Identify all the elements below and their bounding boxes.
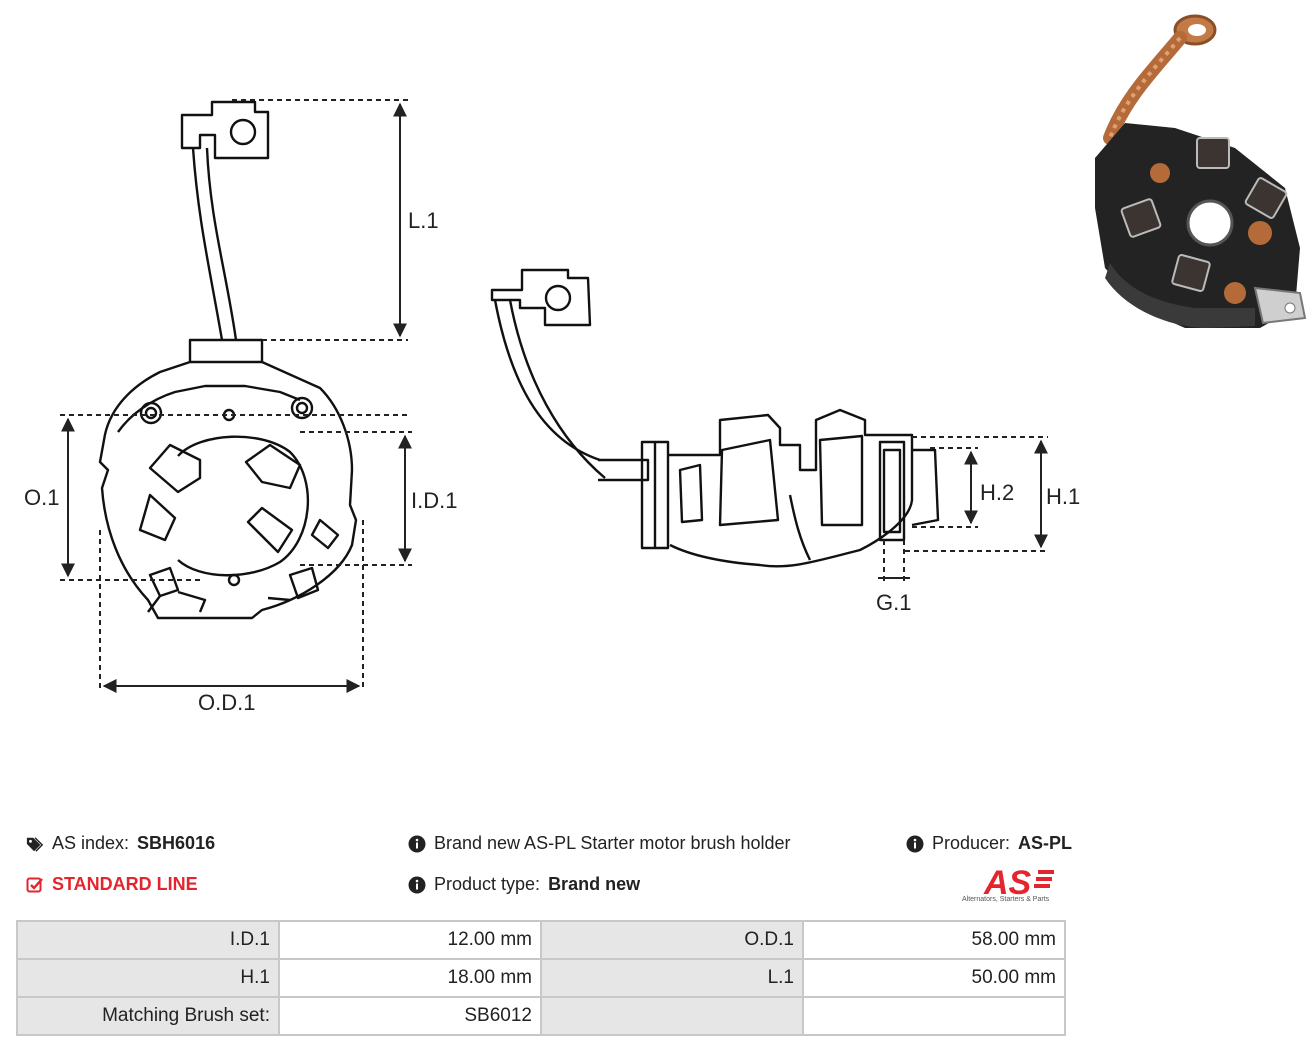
spec-value: SB6012 xyxy=(278,996,542,1036)
info-circle-icon xyxy=(408,835,426,853)
product-type: Product type: Brand new xyxy=(408,874,640,895)
spec-value: 58.00 mm xyxy=(802,920,1066,960)
table-row: Matching Brush set: SB6012 xyxy=(16,996,1066,1036)
spec-value xyxy=(802,996,1066,1036)
logo-caption: Alternators, Starters & Parts xyxy=(962,896,1050,903)
product-description: Brand new AS-PL Starter motor brush hold… xyxy=(408,833,791,854)
spec-label: L.1 xyxy=(540,958,804,998)
dim-o1: O.1 xyxy=(24,485,59,510)
producer: Producer: AS-PL xyxy=(906,833,1072,854)
spec-label: O.D.1 xyxy=(540,920,804,960)
description-text: Brand new AS-PL Starter motor brush hold… xyxy=(434,833,791,853)
dim-od1: O.D.1 xyxy=(198,690,255,715)
check-square-icon xyxy=(26,876,44,894)
table-row: I.D.1 12.00 mm O.D.1 58.00 mm xyxy=(16,920,1066,960)
info-circle-icon xyxy=(408,876,426,894)
spec-label: Matching Brush set: xyxy=(16,996,280,1036)
producer-label: Producer: xyxy=(932,833,1011,853)
standard-line-label: STANDARD LINE xyxy=(52,874,198,894)
spec-value: 18.00 mm xyxy=(278,958,542,998)
dim-id1: I.D.1 xyxy=(411,488,457,513)
spec-label xyxy=(540,996,804,1036)
as-pl-logo: AS xyxy=(983,864,1054,902)
spec-value: 50.00 mm xyxy=(802,958,1066,998)
product-line: STANDARD LINE xyxy=(26,874,198,895)
side-view xyxy=(490,268,940,568)
product-type-label: Product type: xyxy=(434,874,541,894)
as-index-label: AS index: xyxy=(52,833,130,853)
spec-value: 12.00 mm xyxy=(278,920,542,960)
dim-l1: L.1 xyxy=(408,208,439,233)
dim-h2: H.2 xyxy=(980,480,1014,505)
as-index-value: SBH6016 xyxy=(137,833,216,853)
spec-label: H.1 xyxy=(16,958,280,998)
as-index: AS index: SBH6016 xyxy=(26,833,215,854)
spec-label: I.D.1 xyxy=(16,920,280,960)
specs-table: I.D.1 12.00 mm O.D.1 58.00 mm H.1 18.00 … xyxy=(16,920,1066,1036)
dim-h1: H.1 xyxy=(1046,484,1080,509)
table-row: H.1 18.00 mm L.1 50.00 mm xyxy=(16,958,1066,998)
product-type-value: Brand new xyxy=(548,874,641,894)
tags-icon xyxy=(26,835,44,853)
producer-value: AS-PL xyxy=(1018,833,1073,853)
front-view xyxy=(98,100,358,620)
product-photo xyxy=(1095,14,1307,328)
technical-drawing: L.1 O.1 I.D.1 O.D.1 H.1 H.2 G.1 xyxy=(24,99,1080,715)
dim-g1: G.1 xyxy=(876,590,911,615)
info-circle-icon xyxy=(906,835,924,853)
svg-text:AS: AS xyxy=(983,864,1032,902)
